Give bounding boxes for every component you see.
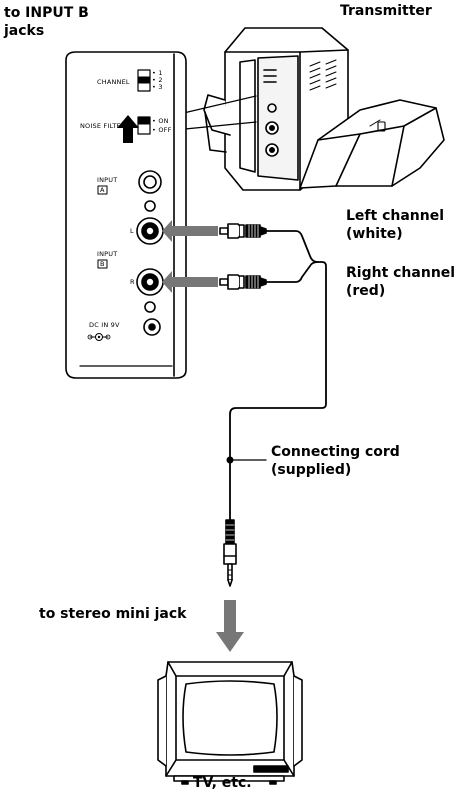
mini-jack-arrow bbox=[216, 600, 244, 652]
channel-pos-3: • 3 bbox=[152, 83, 163, 91]
noise-filter-on: • ON bbox=[152, 117, 169, 125]
left-insert-arrow bbox=[162, 220, 218, 242]
left-channel-label: Left channel (white) bbox=[346, 208, 445, 242]
connecting-cord-label: Connecting cord (supplied) bbox=[271, 444, 400, 478]
channel-pos-1: • 1 bbox=[152, 69, 163, 77]
jack-l-label: L bbox=[130, 227, 134, 235]
tv-label: TV, etc. bbox=[193, 775, 252, 791]
channel-label: CHANNEL bbox=[97, 78, 130, 86]
input-a-label: INPUT bbox=[97, 176, 118, 184]
rca-plug-left bbox=[219, 223, 267, 239]
channel-pos-2: • 2 bbox=[152, 76, 163, 84]
jack-r-label: R bbox=[130, 278, 135, 286]
rca-plug-right bbox=[219, 274, 267, 290]
right-channel-label: Right channel (red) bbox=[346, 265, 456, 299]
cord-pointer-dot bbox=[226, 456, 234, 464]
noise-filter-arrow bbox=[117, 115, 139, 143]
to-mini-jack-label: to stereo mini jack bbox=[39, 606, 187, 622]
to-input-b-label: to INPUT B jacks bbox=[4, 5, 89, 39]
input-b-label: INPUT bbox=[97, 250, 118, 258]
panel-illustration bbox=[65, 51, 187, 379]
tv-illustration bbox=[157, 661, 303, 785]
transmitter-label: Transmitter bbox=[340, 3, 432, 19]
noise-filter-label: NOISE FILTER bbox=[80, 123, 126, 130]
input-b-box: B bbox=[100, 260, 105, 268]
transmitter-illustration bbox=[203, 27, 445, 191]
connecting-cord bbox=[229, 230, 327, 521]
mini-plug bbox=[223, 519, 237, 587]
input-a-box: A bbox=[100, 186, 105, 194]
right-insert-arrow bbox=[162, 271, 218, 293]
dc-in-label: DC IN 9V bbox=[89, 321, 120, 329]
noise-filter-off: • OFF bbox=[152, 126, 172, 134]
